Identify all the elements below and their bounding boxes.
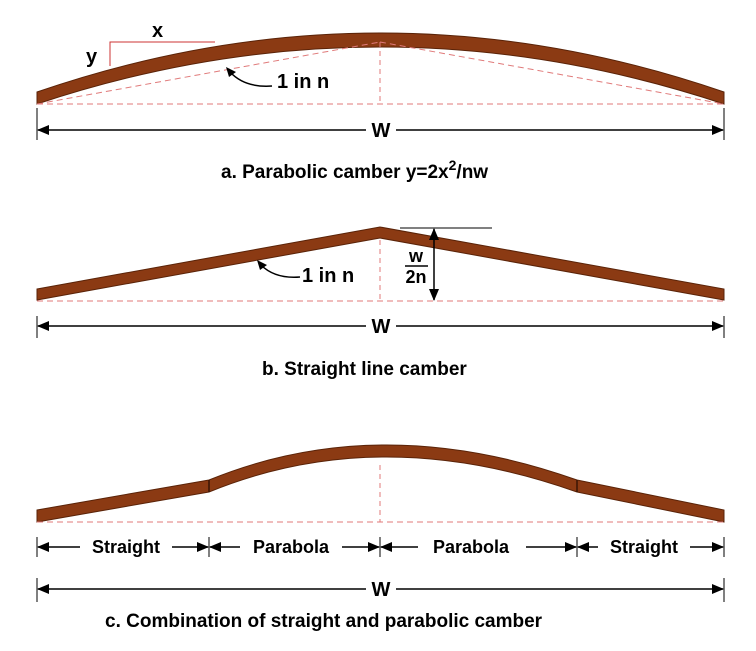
fraction-denominator: 2n — [405, 267, 426, 287]
slope-pointer-b-head — [257, 260, 267, 270]
parabolic-camber-figure: y x 1 in n W a. Parabolic camber y=2x2/n… — [36, 20, 725, 183]
width-label-a: W — [372, 120, 391, 142]
combination-road-surface — [36, 444, 725, 523]
caption-a-text: a. Parabolic camber y=2x — [221, 162, 449, 183]
segment-label-parabola-left: Parabola — [253, 537, 330, 557]
slope-pointer-a — [229, 71, 273, 87]
caption-a-exponent: 2 — [449, 157, 457, 173]
caption-a-tail: /nw — [456, 162, 488, 183]
segment-label-parabola-right: Parabola — [433, 537, 510, 557]
xy-offset-lines — [109, 41, 215, 66]
slope-pointer-a-head — [226, 67, 236, 77]
slope-pointer-b — [260, 264, 301, 278]
caption-c: c. Combination of straight and parabolic… — [105, 611, 543, 632]
slope-label-b: 1 in n — [302, 265, 354, 287]
width-label-b: W — [372, 316, 391, 338]
segment-label-straight-right: Straight — [610, 537, 678, 557]
label-x: x — [152, 20, 163, 42]
label-y: y — [86, 46, 98, 68]
segment-label-straight-left: Straight — [92, 537, 160, 557]
fraction-numerator: w — [408, 246, 424, 266]
width-label-c: W — [372, 579, 391, 601]
slope-label-a: 1 in n — [277, 71, 329, 93]
slope-line-a-right — [379, 41, 725, 105]
parabolic-road-surface — [36, 32, 725, 105]
caption-b: b. Straight line camber — [262, 359, 467, 380]
combination-camber-figure: Straight Parabola Parabola Straight W c.… — [36, 444, 725, 632]
straight-road-surface — [36, 226, 725, 301]
slope-line-a-left — [36, 41, 381, 105]
straight-camber-figure: w 2n 1 in n W b. Straight line camber — [36, 226, 725, 380]
caption-a: a. Parabolic camber y=2x2/nw — [221, 157, 488, 183]
